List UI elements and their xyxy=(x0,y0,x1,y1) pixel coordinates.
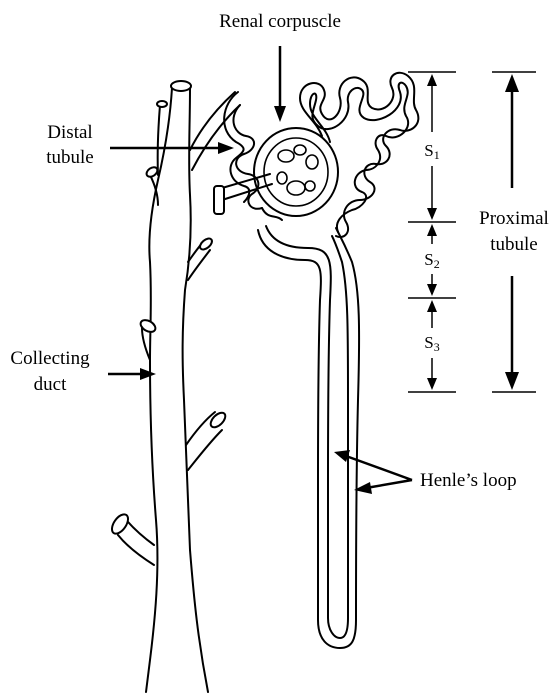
henles-loop-label: Henle’s loop xyxy=(420,470,517,491)
proximal-tubule-arrow xyxy=(492,72,536,392)
collecting-duct-label-line2: duct xyxy=(34,374,67,395)
proximal-tubule-label-line2: tubule xyxy=(490,234,538,255)
henle-loop-drawing xyxy=(258,226,359,648)
distal-tubule-label-line1: Distal xyxy=(47,122,92,143)
segment-s1-label: S1 xyxy=(424,141,439,162)
distal-tubule-label-line2: tubule xyxy=(46,147,94,168)
collecting-duct-arrowhead xyxy=(140,368,156,380)
renal-corpuscle-drawing xyxy=(214,128,338,216)
segment-s1-subscript: 1 xyxy=(434,148,440,162)
segment-s1-letter: S xyxy=(424,141,433,160)
segment-s3-label: S3 xyxy=(424,333,439,354)
distal-tubule-arrowhead xyxy=(218,142,234,154)
proximal-tubule-label-line1: Proximal xyxy=(479,208,549,229)
segment-s3-letter: S xyxy=(424,333,433,352)
segment-s2-letter: S xyxy=(424,250,433,269)
pointer-arrows xyxy=(108,46,412,494)
proximal-convolution-drawing xyxy=(224,73,418,237)
collecting-duct-label-line1: Collecting xyxy=(10,348,90,369)
segment-s3-subscript: 3 xyxy=(434,340,440,354)
segment-s2-subscript: 2 xyxy=(434,257,440,271)
renal-corpuscle-label: Renal corpuscle xyxy=(219,11,341,32)
collecting-duct-drawing xyxy=(109,81,240,692)
renal-corpuscle-arrowhead xyxy=(274,106,286,122)
segment-s2-label: S2 xyxy=(424,250,439,271)
